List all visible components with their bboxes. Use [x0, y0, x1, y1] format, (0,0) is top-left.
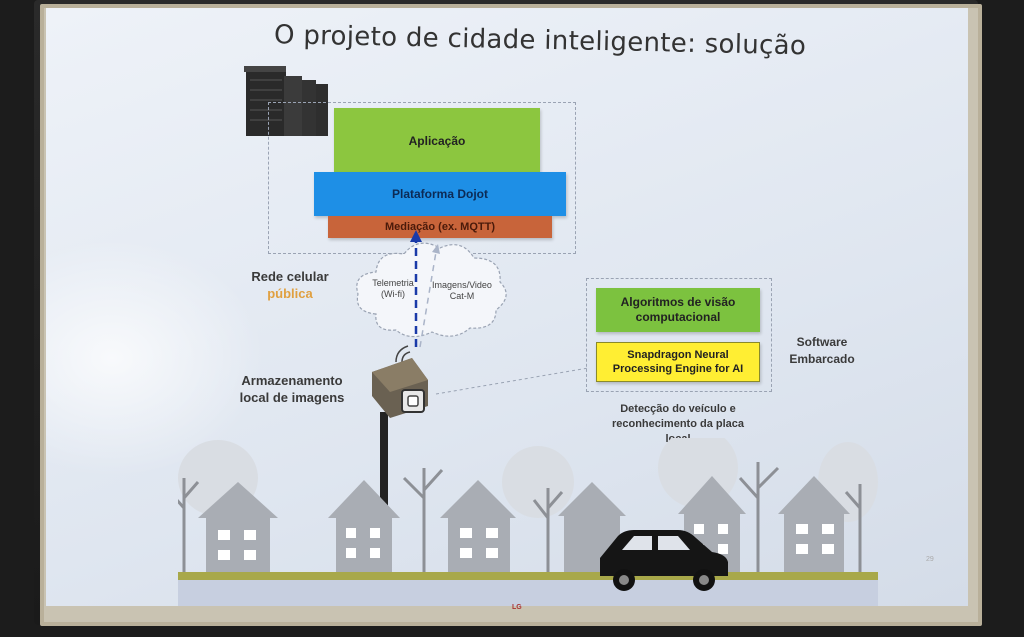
wifi-signal-icon [395, 345, 411, 363]
traffic-camera-icon [372, 358, 428, 584]
tv-brand-logo: LG [512, 604, 522, 611]
detection-label: Detecção do veículo e reconhecimento da … [611, 403, 745, 445]
street-scene [178, 438, 878, 606]
slide-title: O projeto de cidade inteligente: solução [273, 20, 807, 62]
application-layer: Aplicação [334, 108, 540, 174]
server-rack-icon [244, 66, 328, 136]
cellular-network-label: Rede celular pública [251, 269, 329, 301]
slide-screen: O projeto de cidade inteligente: solução… [46, 8, 968, 606]
platform-layer: Plataforma Dojot [314, 172, 566, 216]
slide-page-number: 29 [926, 556, 934, 563]
cloud-icon [356, 242, 507, 338]
cloud-images-label: Imagens/Video Cat-M [432, 280, 492, 301]
screen-glare [46, 238, 266, 478]
data-flow-arrows [410, 230, 440, 348]
local-storage-label: Armazenamento local de imagens [239, 373, 345, 405]
car-icon [600, 530, 728, 591]
vision-algorithms-box: Algoritmos de visão computacional [596, 288, 760, 332]
mediation-layer: Mediação (ex. MQTT) [328, 216, 552, 238]
cloud-telemetry-label: Telemetria (Wi-fi) [372, 278, 414, 299]
snapdragon-box: Snapdragon Neural Processing Engine for … [596, 342, 760, 382]
embedded-software-label: Software Embarcado [789, 335, 855, 366]
camera-embedded-connector [435, 367, 589, 395]
embedded-container [586, 278, 772, 392]
